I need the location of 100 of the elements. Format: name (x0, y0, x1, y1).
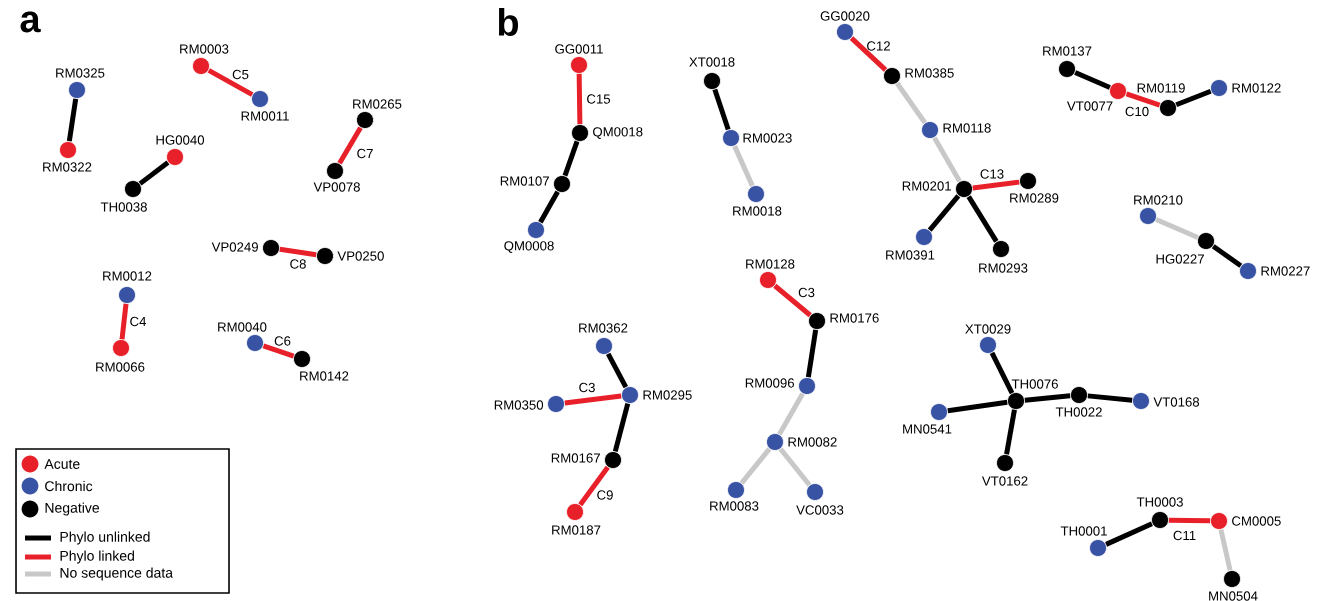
sample-id: RM0137 (1043, 46, 1092, 56)
link-line (538, 190, 560, 224)
edge-label: C8 (290, 259, 306, 269)
sample-id: TH0038 (100, 202, 147, 212)
sample-id: CM0005 (1232, 516, 1281, 526)
sample-id: XT0029 (965, 324, 1011, 334)
edge-label: C13 (980, 169, 1004, 179)
link-line (777, 392, 805, 436)
edge-label: C6 (274, 336, 291, 346)
sample-id: VT0168 (1153, 397, 1200, 407)
link-line (947, 399, 1008, 414)
sample-id: RM0227 (1261, 266, 1310, 276)
sample-id: RM0083 (710, 501, 759, 511)
edge-label: C3 (579, 382, 595, 393)
edge-label: C12 (867, 41, 890, 51)
link-line (605, 352, 629, 389)
link-line (1087, 393, 1133, 403)
sample-id: RM0040 (218, 322, 267, 332)
link-line (778, 447, 812, 487)
link-line (849, 36, 888, 72)
sample-id: RM0289 (1010, 193, 1059, 203)
sample-id: RM0011 (241, 111, 289, 121)
sample-id: RM0128 (746, 259, 795, 269)
link-line (966, 195, 999, 243)
legend-text: Negative (45, 502, 99, 516)
sample-id: TH0001 (1060, 526, 1107, 536)
link-line (1024, 393, 1071, 403)
sample-id: RM0119 (1137, 83, 1185, 93)
sample-id: VT0077 (1066, 101, 1113, 111)
link-line (1125, 91, 1161, 108)
edge-label: C10 (1125, 106, 1149, 117)
link-line (932, 136, 962, 183)
link-line (712, 88, 731, 131)
link-line (895, 81, 927, 125)
sample-id: RM0391 (886, 250, 935, 260)
link-line (562, 140, 580, 177)
sample-id: QM0008 (504, 241, 554, 253)
edge-label: C3 (798, 287, 815, 298)
sample-id: RM0187 (552, 525, 601, 535)
sample-id: HG0040 (156, 135, 205, 145)
panel-letter: a (20, 11, 41, 33)
link-line (564, 393, 622, 406)
sample-id: RM0295 (643, 390, 692, 400)
sample-id: RM0018 (733, 206, 782, 216)
sample-id: RM0142 (300, 371, 349, 381)
link-line (739, 447, 772, 485)
sample-id: GG0020 (820, 11, 870, 21)
link-line (1168, 517, 1211, 524)
sample-id: MN0504 (1209, 591, 1258, 601)
sample-id: RM0082 (788, 437, 837, 447)
sample-id: RM0118 (943, 123, 991, 133)
link-line (989, 351, 1015, 395)
legend-text: Phylo unlinked (60, 531, 150, 545)
sample-id: VC0033 (796, 505, 844, 515)
sample-id: TH0022 (1055, 407, 1102, 417)
link-line (1105, 521, 1153, 547)
link-line (972, 179, 1020, 191)
edge-label: C11 (1173, 530, 1196, 541)
sample-id: VP0250 (337, 251, 384, 261)
link-line (1211, 244, 1243, 268)
sample-id: RM0096 (745, 378, 795, 388)
sample-id: XT0018 (689, 57, 735, 67)
sample-id: RM0107 (500, 176, 549, 186)
legend-text: No sequence data (60, 567, 173, 581)
panel-letter: b (498, 8, 519, 36)
sample-id: RM0023 (743, 133, 792, 143)
sample-id: VP0078 (313, 182, 360, 192)
sample-id: RM0362 (579, 323, 628, 333)
edge-label: C15 (587, 94, 611, 104)
link-line (612, 403, 631, 453)
sample-id: RM0322 (43, 162, 92, 172)
link-line (1074, 70, 1111, 90)
link-line (1004, 409, 1017, 455)
sample-id: RM0122 (1232, 83, 1281, 93)
link-line (138, 160, 170, 186)
edge-label: C4 (130, 316, 147, 327)
legend-text: Acute (44, 459, 80, 469)
link-line (927, 194, 961, 232)
link-line (1218, 529, 1233, 571)
sample-id: TH0076 (1011, 379, 1058, 389)
sample-id: RM0293 (979, 263, 1028, 273)
sample-id: RM0003 (180, 44, 229, 54)
link-line (578, 465, 610, 507)
link-line (805, 329, 819, 378)
link-line (262, 343, 295, 359)
sample-id: GG0011 (555, 44, 603, 54)
link-line (1155, 217, 1199, 240)
edge-label: C9 (597, 490, 613, 500)
sample-id: HG0227 (1156, 254, 1204, 264)
edge-label: C5 (232, 69, 249, 80)
sample-id: RM0325 (56, 68, 105, 78)
sample-id: RM0167 (551, 453, 600, 463)
link-line (207, 68, 254, 97)
sample-id: RM0066 (96, 362, 145, 372)
sample-id: QM0018 (593, 127, 643, 139)
sample-id: RM0210 (1134, 195, 1183, 205)
sample-id: RM0385 (905, 68, 954, 78)
link-line (576, 73, 583, 125)
sample-id: VP0249 (211, 242, 258, 252)
link-line (119, 303, 129, 340)
